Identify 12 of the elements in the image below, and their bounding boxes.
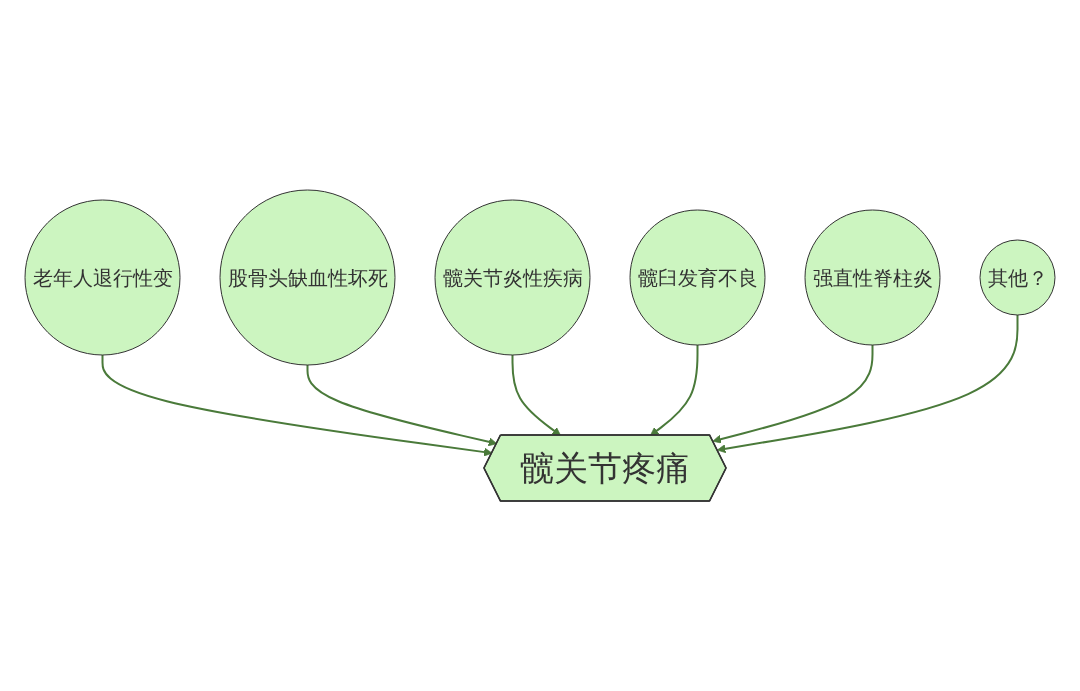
arrow	[511, 354, 561, 436]
arrow	[712, 344, 874, 444]
node-circle: 股骨头缺血性坏死	[219, 189, 396, 366]
node-circle: 髋臼发育不良	[629, 209, 766, 346]
node-circle: 老年人退行性变	[24, 199, 181, 356]
node-circle: 强直性脊柱炎	[804, 209, 941, 346]
arrow	[306, 364, 498, 447]
arrow	[650, 344, 699, 436]
node-circle: 髋关节炎性疾病	[434, 199, 591, 356]
node-circle: 其他？	[979, 239, 1056, 316]
arrow	[716, 314, 1019, 454]
arrow	[101, 354, 493, 457]
